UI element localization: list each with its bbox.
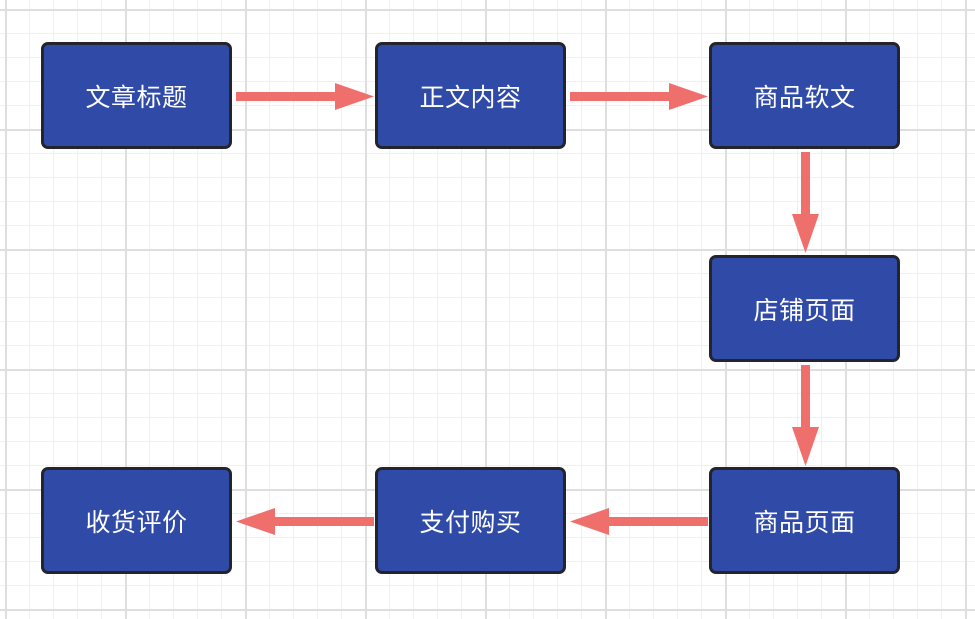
- node-delivery-review[interactable]: 收货评价: [41, 467, 232, 574]
- node-label: 收货评价: [85, 507, 188, 537]
- node-body-content[interactable]: 正文内容: [375, 42, 566, 149]
- node-store-page[interactable]: 店铺页面: [709, 255, 900, 362]
- node-label: 商品软文: [753, 82, 856, 112]
- node-label: 商品页面: [753, 507, 856, 537]
- node-label: 店铺页面: [753, 295, 856, 325]
- node-product-article[interactable]: 商品软文: [709, 42, 900, 149]
- arrow-n6-n7: [236, 508, 374, 535]
- arrow-n4-n5: [792, 365, 819, 466]
- node-label: 正文内容: [419, 82, 522, 112]
- arrow-n2-n3: [570, 83, 708, 110]
- arrow-n5-n6: [570, 508, 708, 535]
- node-label: 支付购买: [419, 507, 522, 537]
- arrow-n3-n4: [792, 152, 819, 253]
- node-product-page[interactable]: 商品页面: [709, 467, 900, 574]
- arrow-n1-n2: [236, 83, 374, 110]
- node-label: 文章标题: [85, 82, 188, 112]
- node-article-title[interactable]: 文章标题: [41, 42, 232, 149]
- node-payment[interactable]: 支付购买: [375, 467, 566, 574]
